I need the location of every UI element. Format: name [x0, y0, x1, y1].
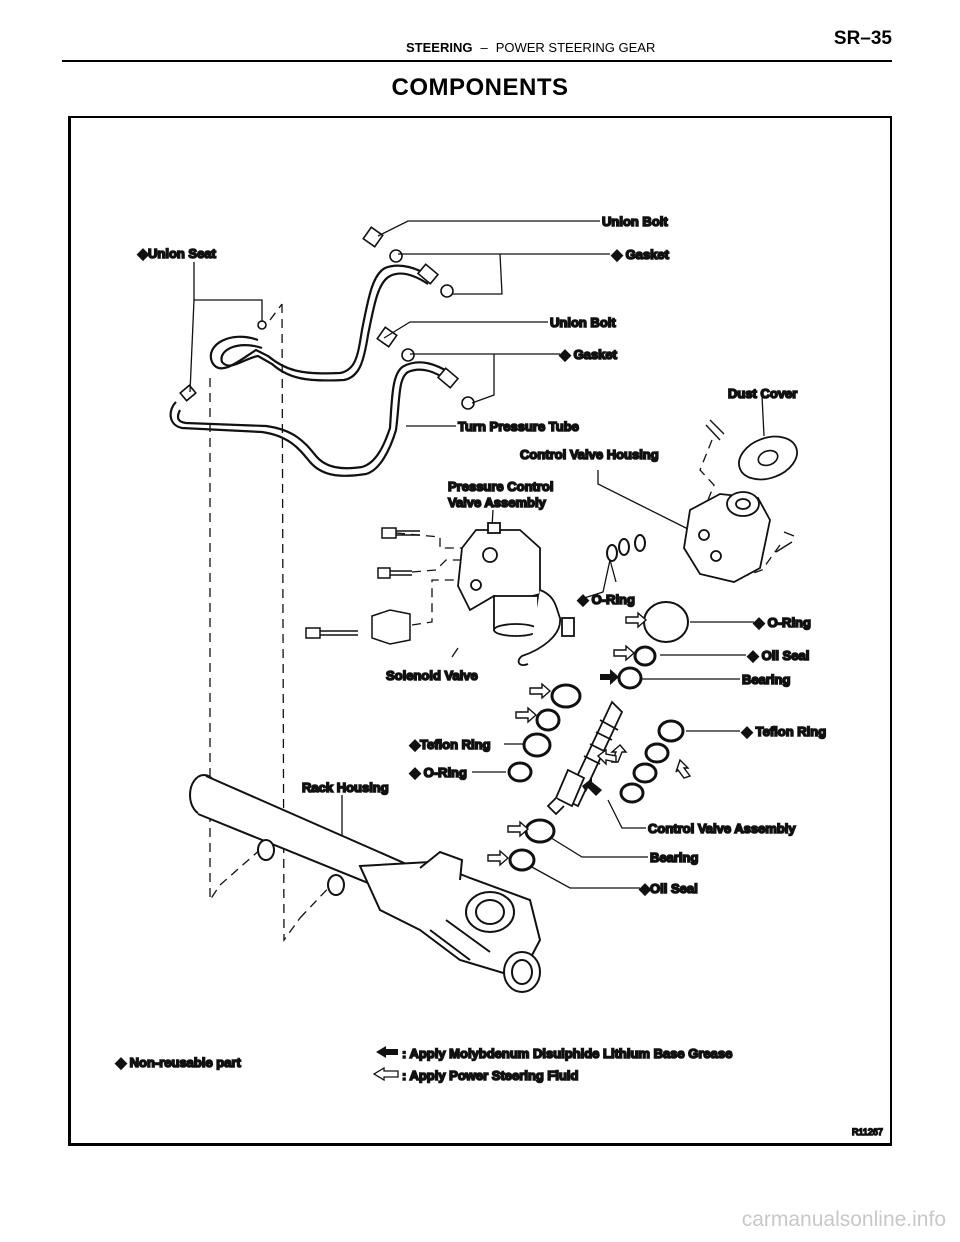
label-o-ring-1: ◆ O-Ring: [577, 592, 635, 607]
label-gasket-1: ◆ Gasket: [611, 247, 670, 262]
lower-pipe: [169, 361, 453, 477]
legend-non-reusable: ◆ Non-reusable part: [115, 1055, 242, 1070]
pipe-fittings: [179, 226, 475, 410]
label-o-ring-2: ◆ O-Ring: [753, 615, 811, 630]
label-teflon-ring-right: ◆ Teflon Ring: [741, 724, 826, 739]
label-oil-seal-1: ◆ Oil Seal: [747, 648, 809, 663]
control-valve-assembly: [546, 700, 624, 816]
leader-lines: [189, 220, 765, 889]
grease-arrow-icon: [376, 1046, 398, 1058]
pressure-control-valve: [457, 522, 575, 666]
legend-fluid: : Apply Power Steering Fluid: [402, 1068, 579, 1083]
page-header: STEERING–POWER STEERING GEAR SR–35: [62, 22, 892, 62]
label-control-valve-housing: Control Valve Housing: [520, 447, 659, 462]
label-solenoid-valve: Solenoid Valve: [386, 668, 478, 683]
fluid-arrow-icon: [372, 1066, 399, 1082]
label-bearing-2: Bearing: [650, 850, 698, 865]
label-bearing-1: Bearing: [742, 672, 790, 687]
header-rule: [62, 60, 892, 62]
upper-pipe: [209, 264, 433, 382]
page-title: COMPONENTS: [391, 74, 569, 101]
label-pressure-control-line1: Pressure Control: [448, 479, 553, 494]
dust-cover: [705, 419, 798, 481]
dashed-guides: [209, 303, 781, 942]
header-section-title: STEERING: [406, 40, 473, 55]
legend-grease: : Apply Molybdenum Disulphide Lithium Ba…: [402, 1046, 732, 1061]
diagram-frame: [68, 116, 892, 1146]
legend: ◆ Non-reusable part : Apply Molybdenum D…: [114, 1045, 733, 1084]
header-subsection: POWER STEERING GEAR: [495, 40, 656, 55]
label-control-valve-assembly: Control Valve Assembly: [648, 821, 796, 836]
label-oil-seal-2: ◆Oil Seal: [639, 881, 698, 896]
rings-and-seals: [507, 534, 689, 872]
figure-id: R11267: [852, 1127, 883, 1137]
label-union-bolt-2: Union Bolt: [550, 315, 616, 330]
header-separator: –: [480, 40, 488, 55]
fluid-arrows: [487, 611, 692, 867]
page-number: SR–35: [833, 28, 892, 49]
label-union-seat: ◆Union Seat: [137, 246, 217, 261]
grease-arrows: [582, 669, 619, 796]
rack-housing: [189, 774, 542, 993]
label-union-bolt-1: Union Bolt: [602, 214, 668, 229]
label-rack-housing: Rack Housing: [302, 780, 389, 795]
label-gasket-2: ◆ Gasket: [559, 347, 618, 362]
label-o-ring-left: ◆ O-Ring: [409, 765, 467, 780]
watermark: carmanualsonline.info: [741, 1208, 946, 1231]
label-turn-pressure-tube: Turn Pressure Tube: [458, 419, 579, 434]
bolts: [305, 527, 420, 645]
label-dust-cover: Dust Cover: [728, 386, 797, 401]
control-valve-housing: [683, 491, 795, 583]
label-teflon-ring-left: ◆Teflon Ring: [409, 737, 491, 752]
label-pressure-control-line2: Valve Assembly: [448, 495, 547, 510]
header-section: STEERING–POWER STEERING GEAR: [406, 40, 655, 55]
